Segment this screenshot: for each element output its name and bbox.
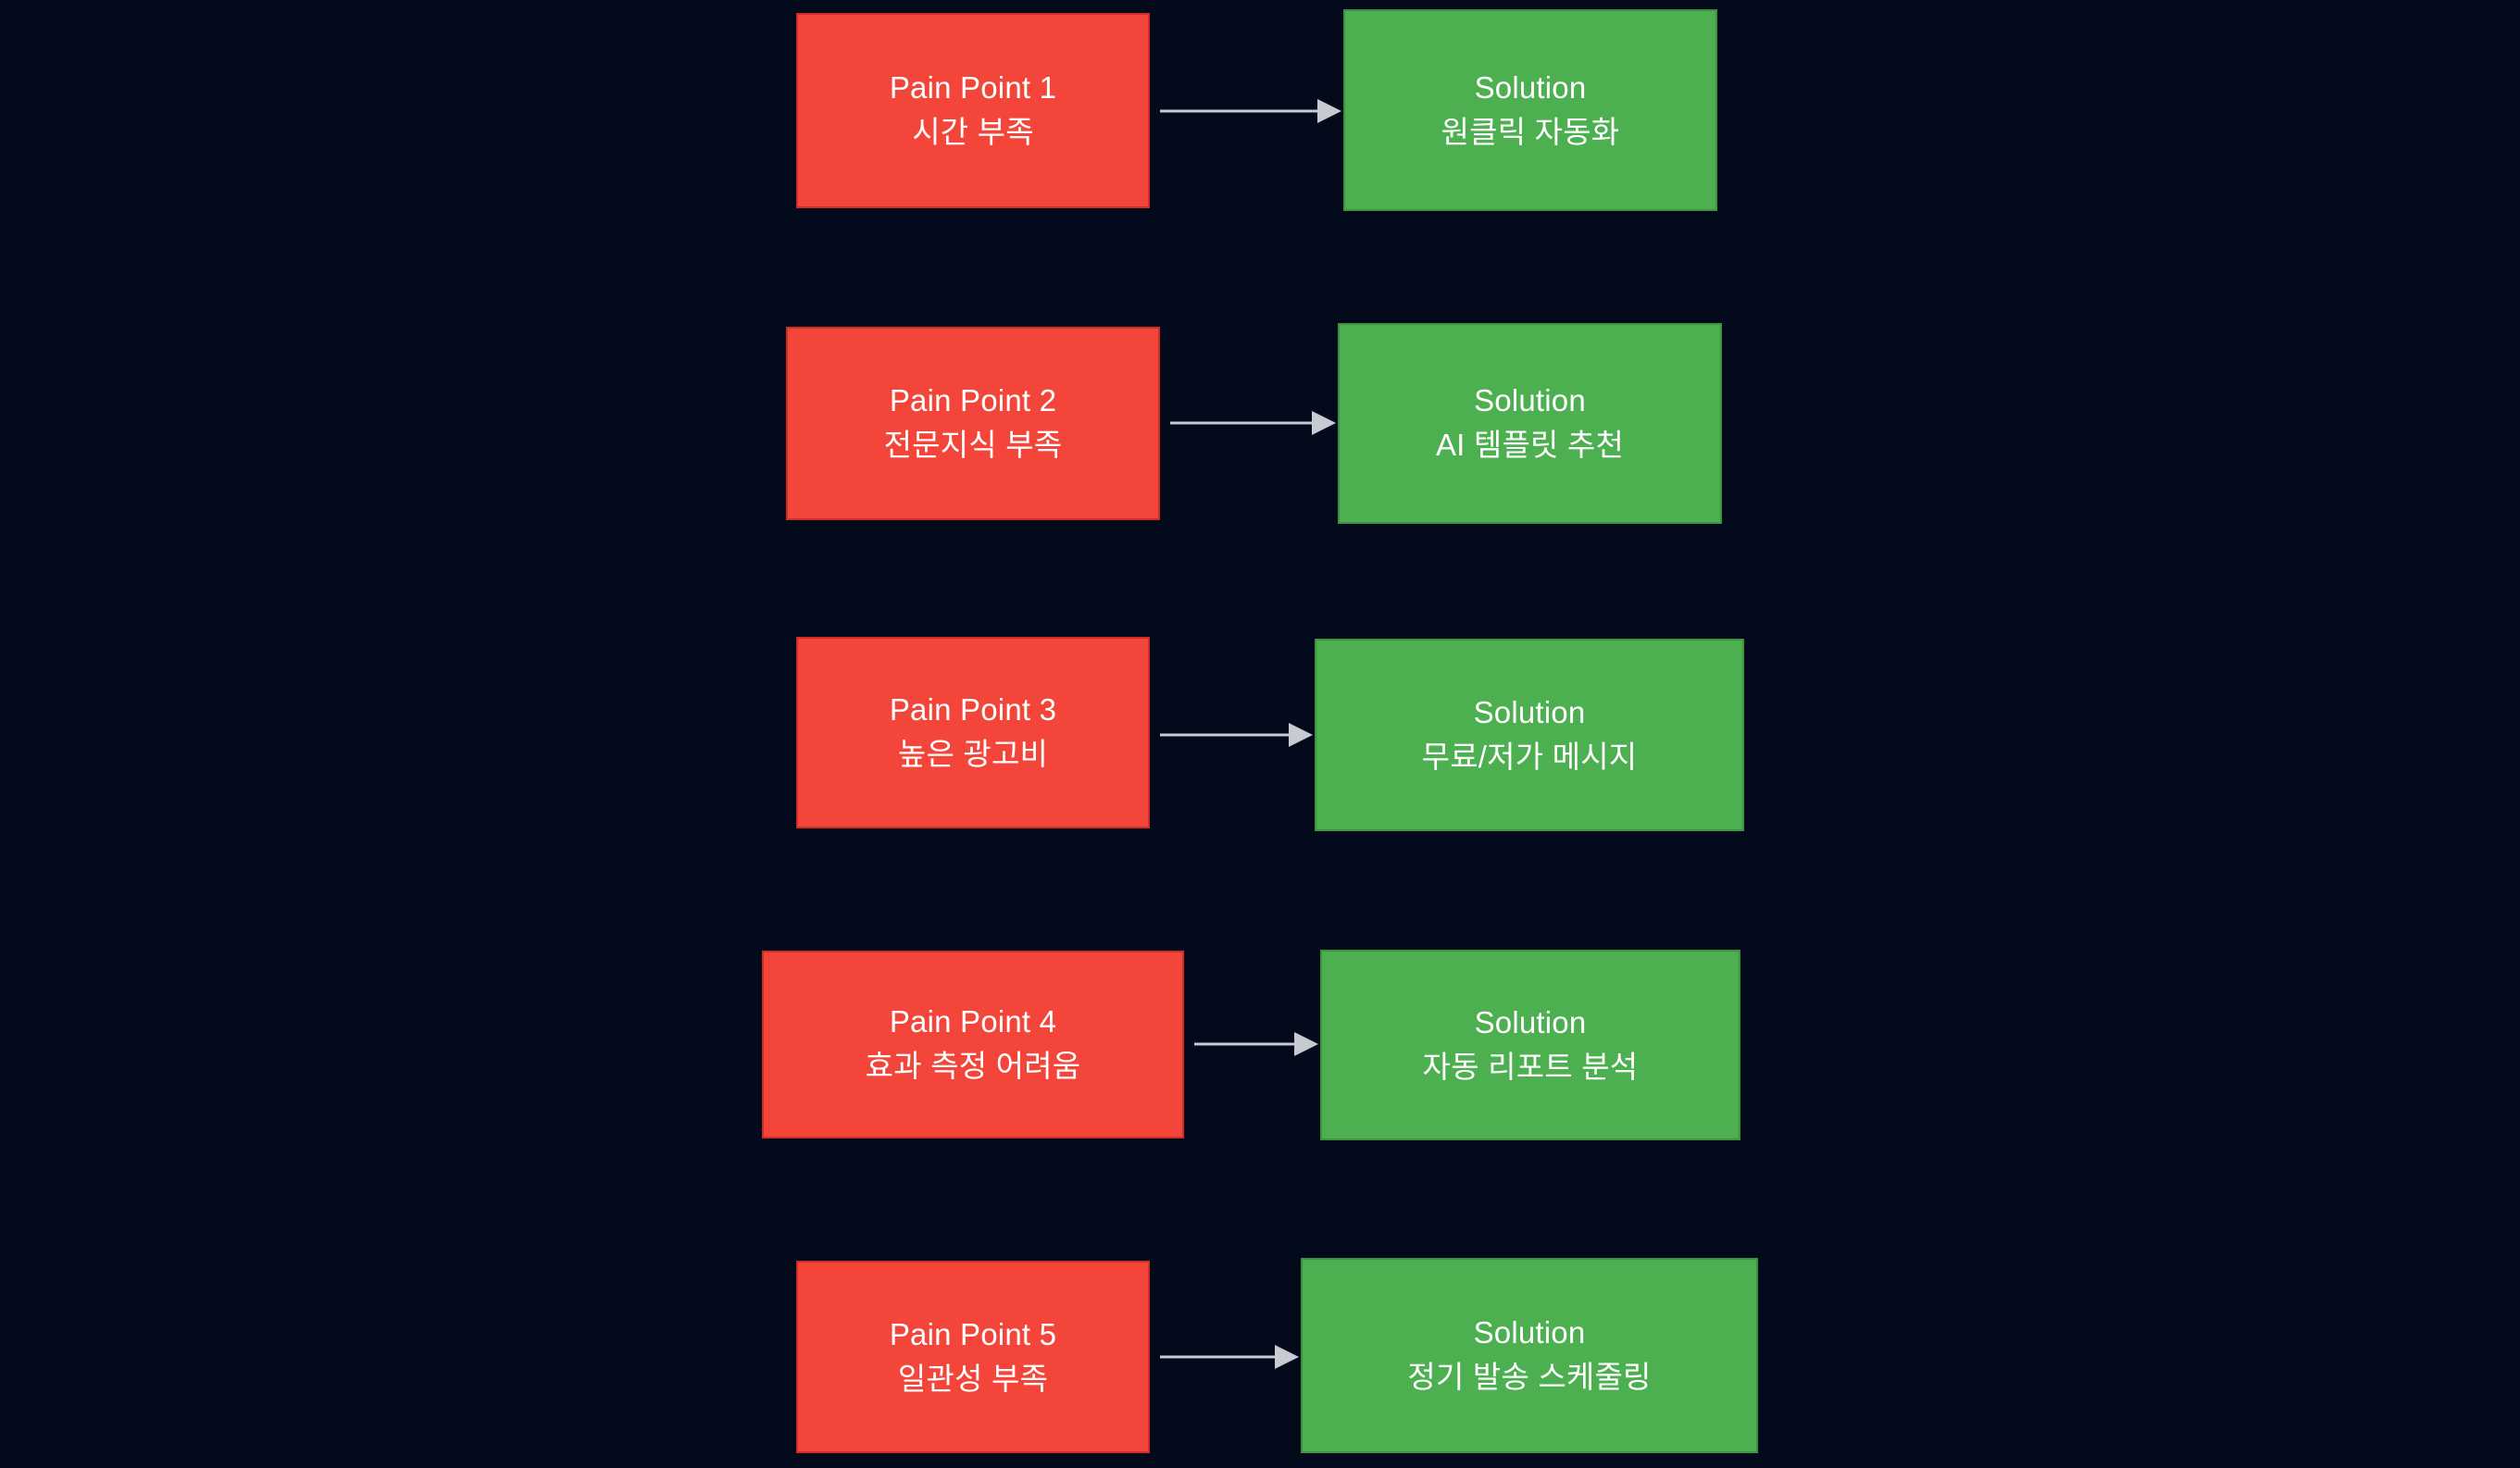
solution-node-title: Solution: [1474, 1004, 1587, 1039]
edge-arrowhead-icon: [1317, 99, 1341, 123]
pain-node-title: Pain Point 1: [889, 70, 1057, 106]
pain-node-title: Pain Point 5: [889, 1316, 1057, 1351]
pain-node-detail: 전문지식 부족: [883, 428, 1063, 462]
solution-node-title: Solution: [1473, 1315, 1586, 1350]
pain-node-1[interactable]: Pain Point 1 시간 부족: [796, 13, 1150, 208]
solution-node-detail: 무료/저가 메시지: [1421, 739, 1638, 774]
solution-node-title: Solution: [1473, 694, 1586, 729]
pain-node-detail: 시간 부족: [912, 115, 1034, 149]
pain-node-detail: 효과 측정 어려움: [865, 1049, 1081, 1083]
solution-node-1[interactable]: Solution 원클릭 자동화: [1343, 9, 1717, 211]
edge-arrowhead-icon: [1294, 1032, 1318, 1056]
solution-node-detail: 자동 리포트 분석: [1422, 1049, 1639, 1084]
pain-node-detail: 일관성 부족: [897, 1361, 1049, 1396]
edge-arrowhead-icon: [1275, 1345, 1299, 1369]
solution-node-3[interactable]: Solution 무료/저가 메시지: [1315, 639, 1744, 831]
solution-node-title: Solution: [1474, 383, 1586, 418]
pain-node-5[interactable]: Pain Point 5 일관성 부족: [796, 1261, 1150, 1453]
solution-node-2[interactable]: Solution AI 템플릿 추천: [1338, 323, 1722, 524]
pain-node-title: Pain Point 4: [889, 1004, 1057, 1039]
solution-node-detail: 정기 발송 스케줄링: [1407, 1360, 1652, 1394]
solution-node-title: Solution: [1474, 69, 1587, 105]
solution-node-detail: AI 템플릿 추천: [1435, 428, 1625, 462]
pain-node-title: Pain Point 3: [889, 692, 1057, 728]
edge-arrowhead-icon: [1289, 723, 1313, 747]
pain-node-2[interactable]: Pain Point 2 전문지식 부족: [786, 327, 1160, 520]
pain-node-title: Pain Point 2: [889, 383, 1057, 418]
pain-node-3[interactable]: Pain Point 3 높은 광고비: [796, 637, 1150, 828]
pain-node-detail: 높은 광고비: [897, 737, 1049, 771]
solution-node-5[interactable]: Solution 정기 발송 스케줄링: [1301, 1258, 1758, 1453]
solution-node-4[interactable]: Solution 자동 리포트 분석: [1320, 950, 1740, 1140]
solution-node-detail: 원클릭 자동화: [1441, 114, 1620, 149]
pain-node-4[interactable]: Pain Point 4 효과 측정 어려움: [762, 951, 1184, 1138]
edge-arrowhead-icon: [1312, 411, 1336, 435]
